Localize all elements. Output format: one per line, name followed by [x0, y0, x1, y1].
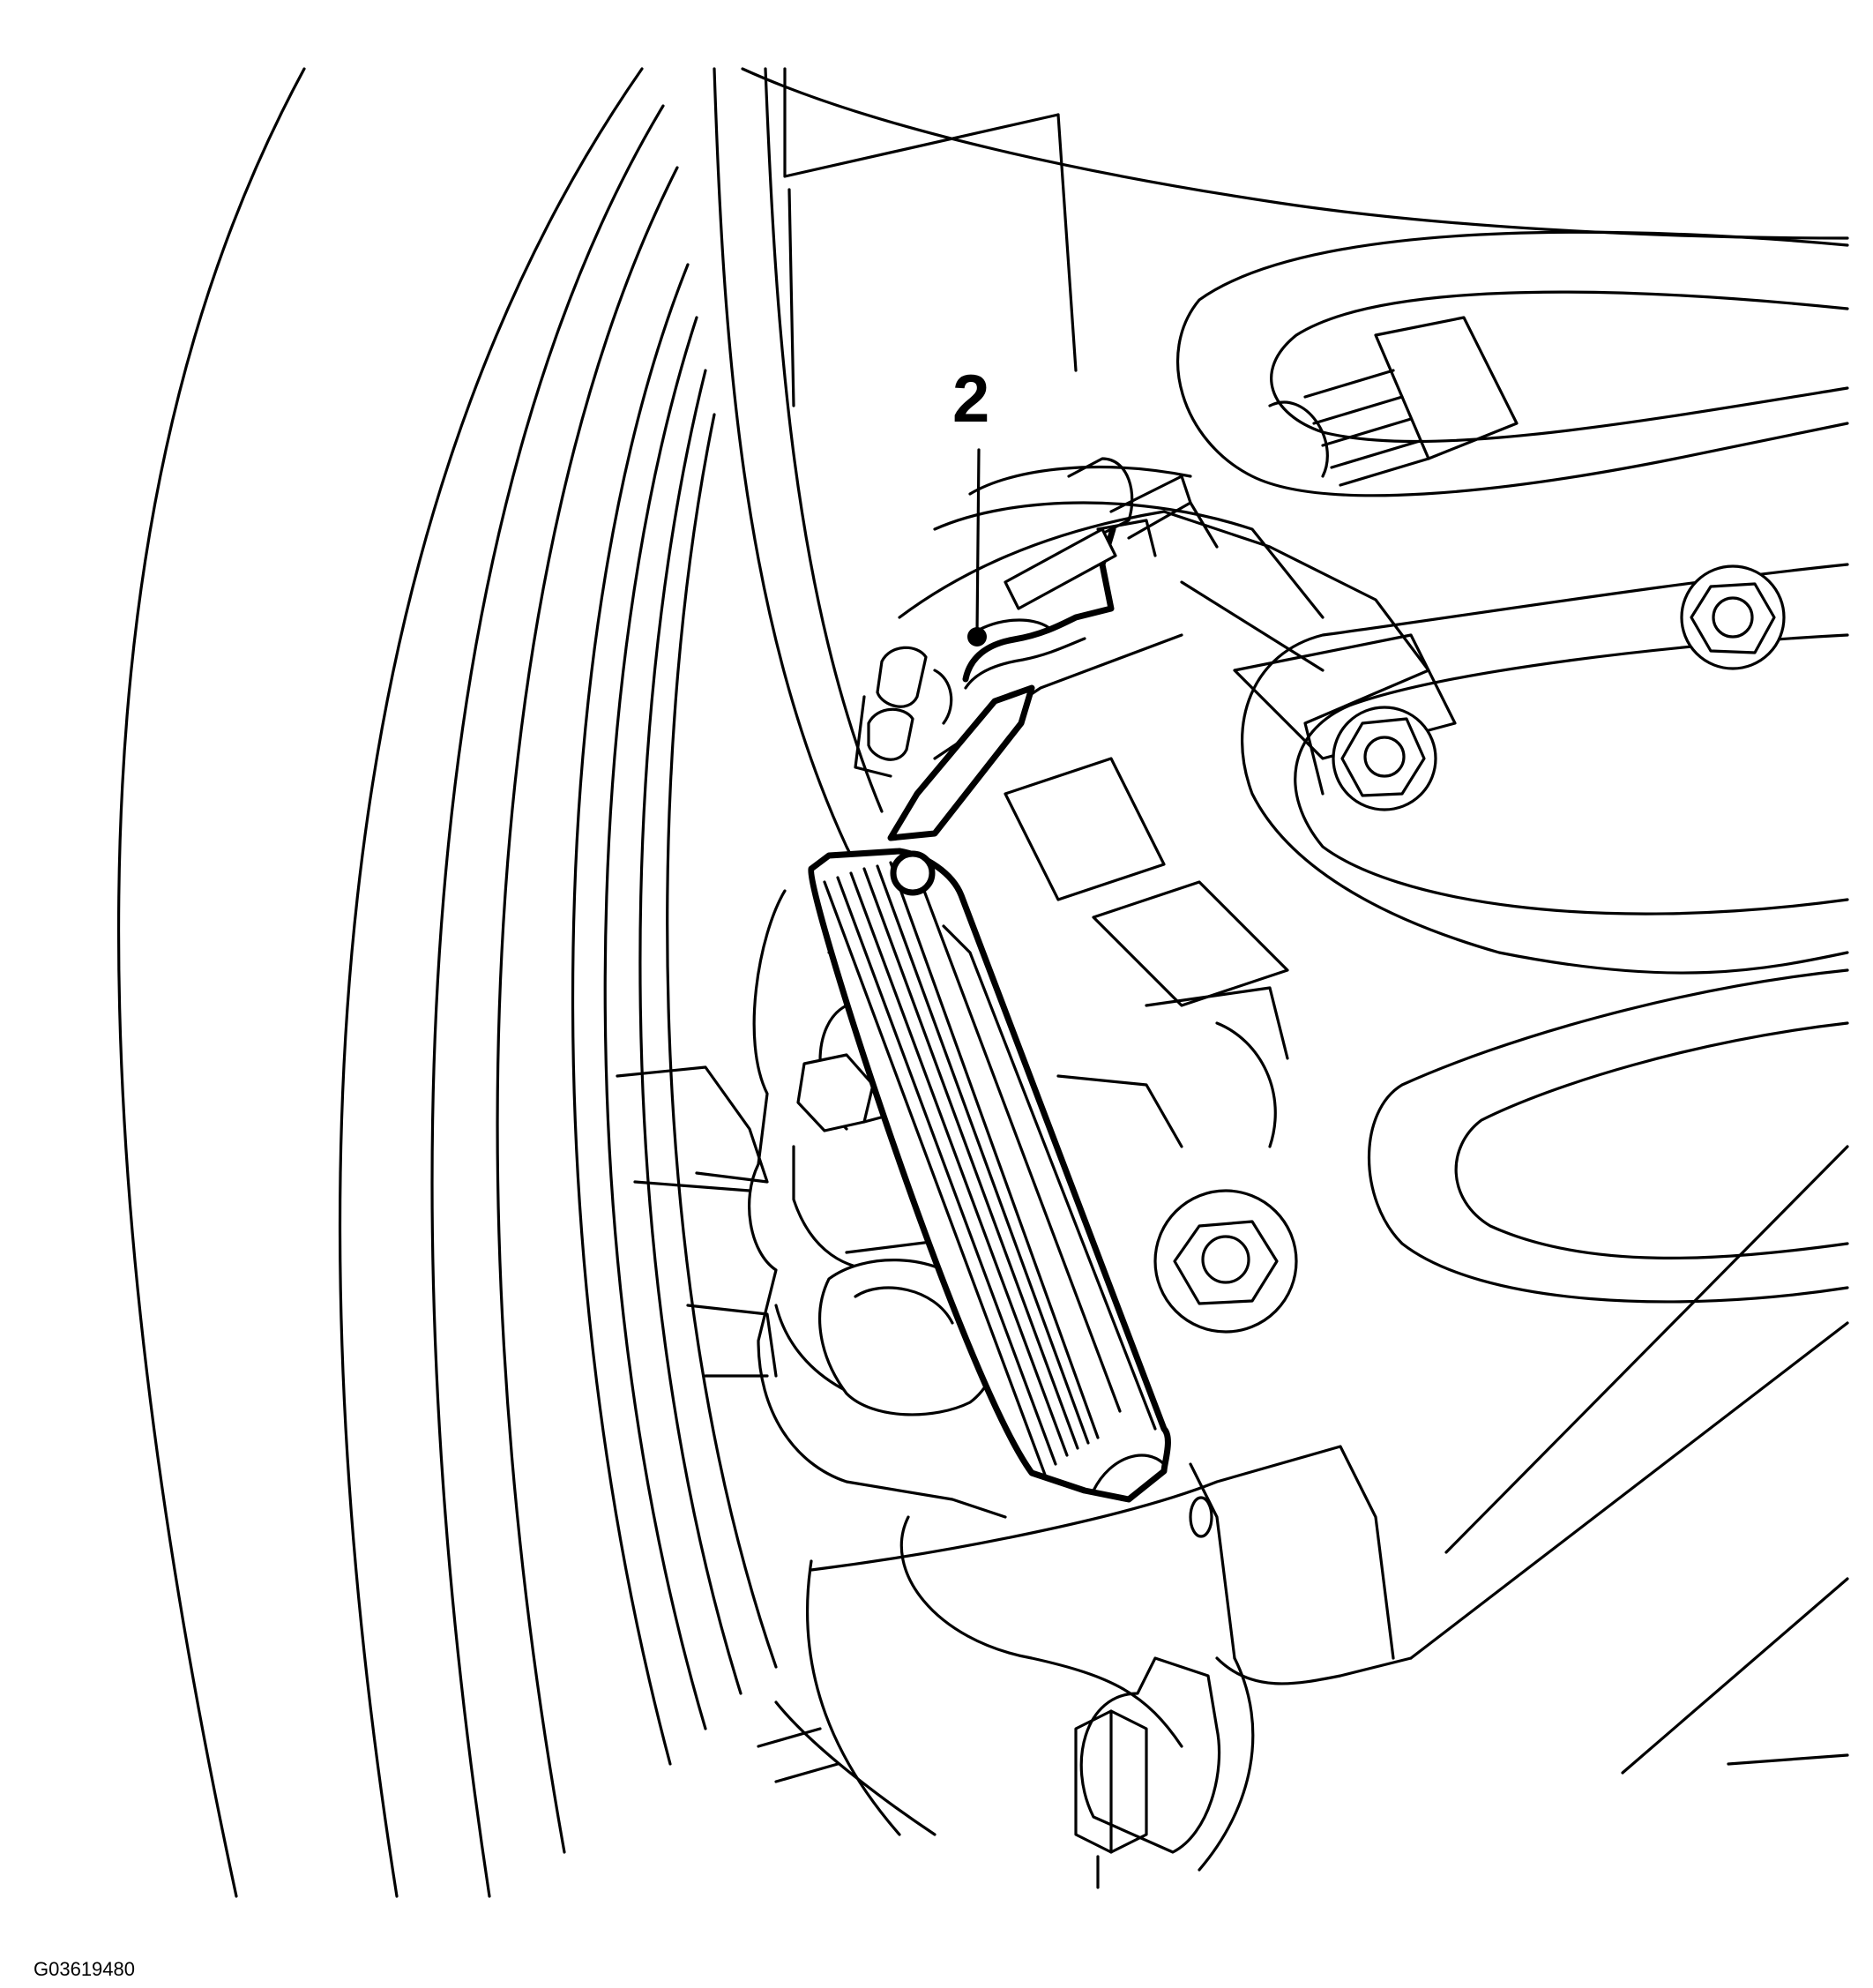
lower-shield: [757, 1559, 936, 1836]
bolt-middle: [1153, 1189, 1298, 1334]
wheel-arcs: [116, 67, 778, 1898]
figure-id: G03619480: [34, 1958, 135, 1980]
threaded-rod: [1268, 316, 1519, 487]
lower-arm: [810, 1145, 1849, 1872]
upper-structure: [741, 67, 1849, 760]
coil-spring: [1176, 230, 1849, 1304]
callout-2: 2: [952, 362, 989, 646]
special-tool: [808, 684, 1171, 1503]
connector-clip: [854, 646, 953, 778]
callout-2-label: 2: [952, 362, 989, 437]
sensor-wire: [962, 457, 1219, 690]
bolt-upper-far-right: [1680, 564, 1786, 670]
callout-2-pointer-dot: [967, 627, 987, 646]
bolt-upper-right: [1332, 706, 1437, 811]
bolt-bottom: [1074, 1656, 1221, 1889]
